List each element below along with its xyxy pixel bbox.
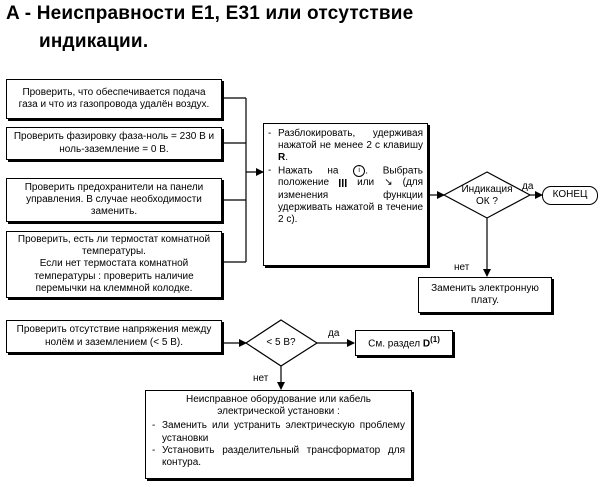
decision-voltage: < 5 В?	[266, 337, 296, 348]
unlock-step-1-text: Разблокировать, удерживая нажатой не мен…	[278, 128, 423, 152]
check-fuses: Проверить предохранители на панели управ…	[6, 178, 222, 222]
faulty-equipment-item-1: Заменить или устранить электрическую про…	[152, 420, 405, 444]
tap-mode-icon: ↘	[384, 177, 393, 189]
page-title-line2: индикации.	[39, 31, 149, 52]
decision-indication-no: нет	[454, 262, 470, 273]
unlock-instructions: Разблокировать, удерживая нажатой не мен…	[263, 123, 428, 266]
unlock-step-1: Разблокировать, удерживая нажатой не мен…	[268, 128, 423, 165]
end-terminal-label: КОНЕЦ	[552, 189, 588, 201]
reset-key-label: R	[278, 152, 286, 164]
check-room-thermostat: Проверить, есть ли термостат комнатной т…	[6, 231, 222, 298]
radiator-mode-icon	[339, 178, 348, 187]
check-phasing-text: Проверить фазировку фаза-ноль = 230 В и …	[13, 131, 215, 155]
check-phasing: Проверить фазировку фаза-ноль = 230 В и …	[6, 127, 222, 160]
decision-voltage-no: нет	[253, 373, 269, 384]
decision-indication-ok: Индикация ОК ?	[461, 184, 513, 207]
decision-voltage-yes: да	[328, 328, 340, 339]
info-button-icon: i	[353, 164, 366, 177]
replace-board-box: Заменить электронную плату.	[418, 277, 552, 313]
check-gas-supply-text: Проверить, что обеспечивается подача газ…	[18, 86, 210, 110]
replace-board-text: Заменить электронную плату.	[431, 282, 539, 306]
faulty-equipment-heading: Неисправное оборудование или кабель элек…	[185, 394, 372, 418]
unlock-step-2-or: или	[357, 177, 375, 189]
see-section-letter: D	[422, 338, 431, 350]
check-room-thermostat-text: Проверить, есть ли термостат комнатной т…	[17, 234, 211, 294]
see-section-prefix: См. раздел	[368, 338, 423, 350]
check-voltage-box: Проверить отсутствие напряжения между но…	[6, 320, 222, 353]
check-voltage-text: Проверить отсутствие напряжения между но…	[16, 324, 212, 348]
see-section-box: См. раздел D(1)	[355, 330, 453, 356]
unlock-step-2: Нажать на i. Выбрать положение или ↘ (дл…	[268, 164, 424, 227]
see-section-text: См. раздел D(1)	[368, 335, 440, 351]
unlock-step-1-end: .	[285, 152, 289, 164]
check-fuses-text: Проверить предохранители на панели управ…	[24, 181, 204, 218]
check-gas-supply: Проверить, что обеспечивается подача газ…	[6, 79, 222, 119]
end-terminal: КОНЕЦ	[542, 186, 598, 205]
see-section-note: (1)	[430, 335, 440, 345]
faulty-equipment-item-2: Установить разделительный трансформатор …	[152, 445, 405, 469]
unlock-step-2-select: . Выбрать положение	[278, 165, 423, 189]
unlock-step-2-hold: (для изменения функции удерживать нажато…	[278, 177, 424, 225]
decision-indication-yes: да	[522, 181, 534, 192]
unlock-step-2-press: Нажать на	[278, 165, 339, 177]
page-title-line1: A - Неисправности E1, E31 или отсутствие	[6, 3, 414, 24]
faulty-equipment-box: Неисправное оборудование или кабель элек…	[145, 390, 412, 479]
